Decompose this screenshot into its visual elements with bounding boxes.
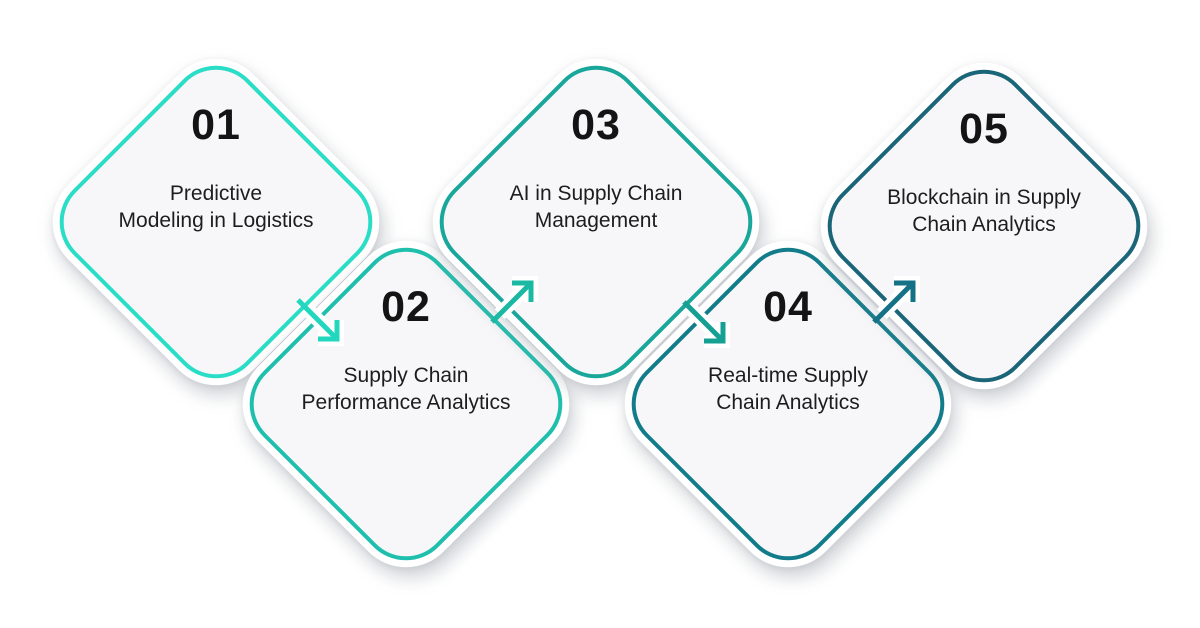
infographic-canvas: 01PredictiveModeling in Logistics02Suppl… xyxy=(40,46,1160,580)
